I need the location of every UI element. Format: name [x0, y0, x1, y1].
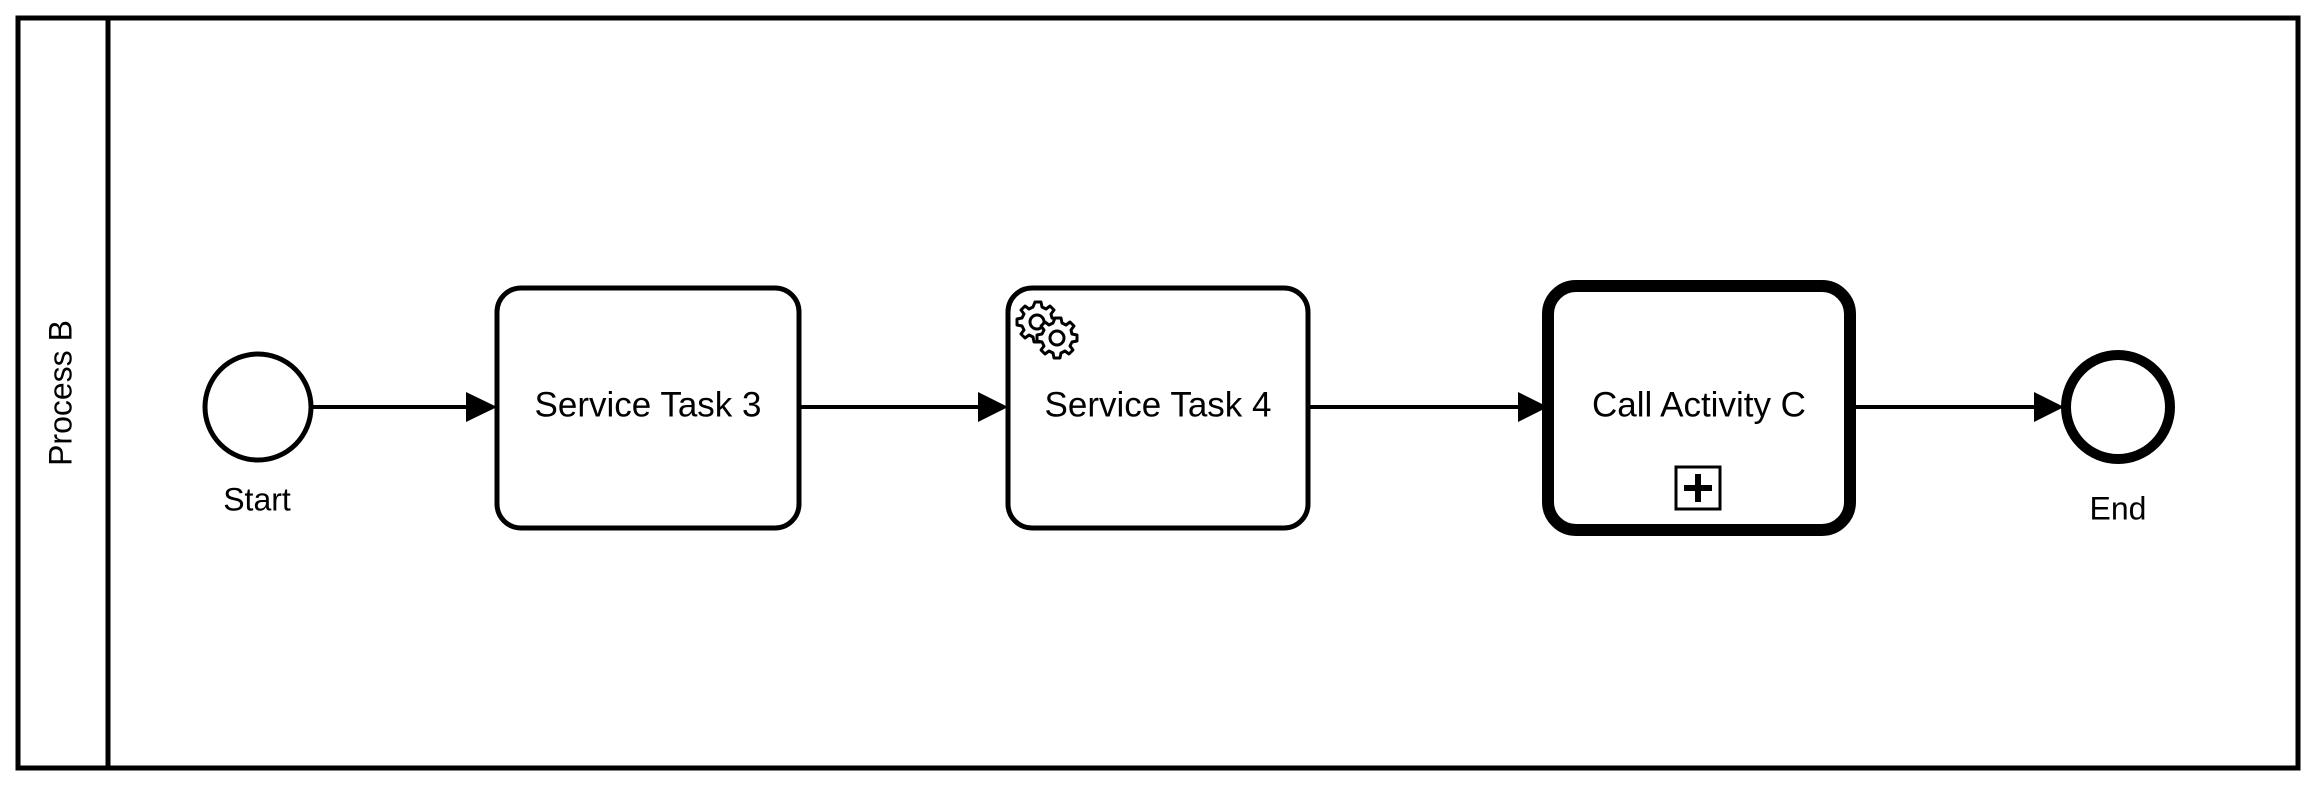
service-task-3-label: Service Task 3 [535, 385, 762, 424]
start-event-circle [202, 351, 314, 463]
service-task-4[interactable]: Service Task 4 [1005, 285, 1311, 531]
call-activity-c-box [1542, 280, 1856, 536]
arrowhead [466, 392, 497, 422]
start-event-label: Start [223, 481, 291, 517]
end-event-label: End [2090, 490, 2147, 526]
plus-square-icon [1674, 465, 1722, 511]
service-task-4-label: Service Task 4 [1045, 385, 1272, 424]
arrowhead [2034, 392, 2064, 422]
gear-icon [1015, 300, 1079, 360]
arrowhead [1518, 392, 1548, 422]
end-event[interactable]: End [2061, 350, 2175, 526]
sequence-flow-task3-to-task4[interactable] [799, 392, 1008, 422]
sequence-flow-task4-to-call-activity[interactable] [1308, 392, 1548, 422]
sequence-flow-start-to-task3[interactable] [312, 392, 497, 422]
service-task-3[interactable]: Service Task 3 [494, 285, 802, 531]
sequence-flow-call-activity-to-end[interactable] [1856, 392, 2064, 422]
call-activity-c[interactable]: Call Activity C [1542, 280, 1856, 536]
pool-label: Process B [42, 320, 78, 466]
start-event[interactable]: Start [202, 351, 314, 517]
call-activity-c-label: Call Activity C [1592, 385, 1806, 424]
arrowhead [978, 392, 1008, 422]
end-event-circle [2061, 350, 2175, 464]
